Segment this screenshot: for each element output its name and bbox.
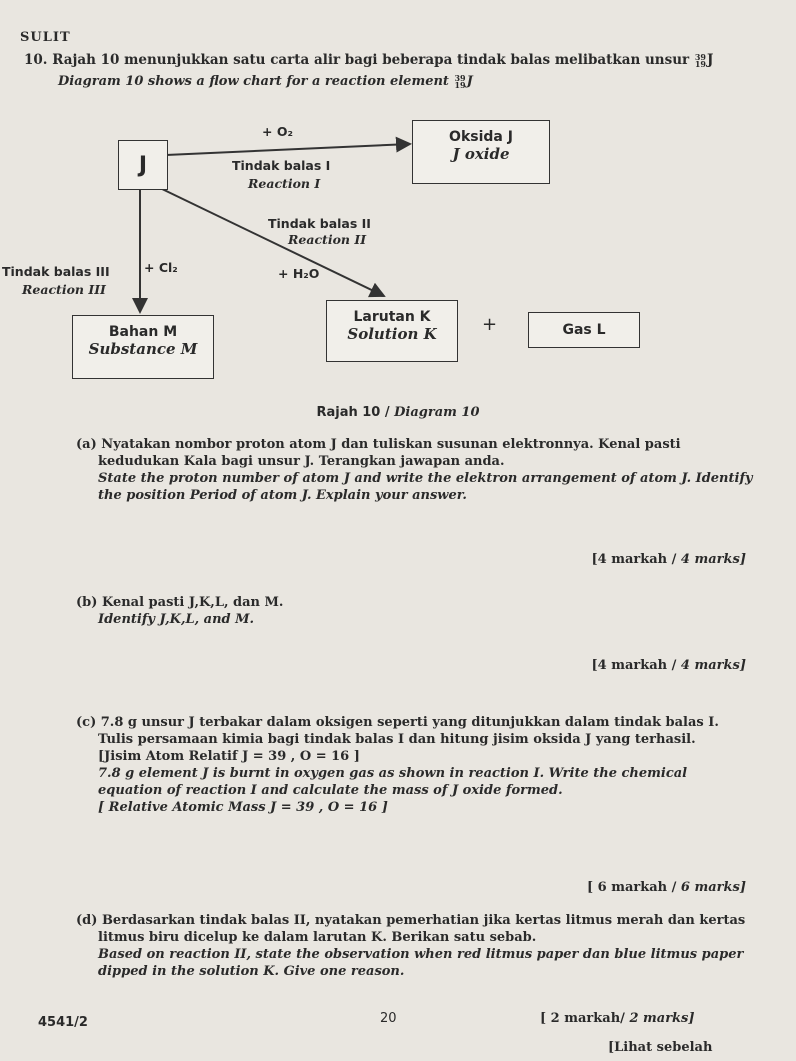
reaction-3-label-english: Reaction III	[22, 282, 106, 297]
intro-english-text: Diagram 10 shows a flow chart for a reac…	[58, 74, 449, 89]
arrow-reaction-2	[159, 187, 386, 298]
footer-paper-code: 4541/2	[38, 1015, 88, 1030]
footer-next-page: [Lihat sebelah	[608, 1040, 713, 1055]
reaction-3-label-malay: Tindak balas III	[2, 264, 110, 279]
part-c-label: (c)	[76, 715, 97, 730]
diagram-caption: Rajah 10 / Diagram 10	[316, 405, 480, 420]
reaction-1-label-malay: Tindak balas I	[232, 158, 331, 173]
question-part-d: (d) Berdasarkan tindak balas II, nyataka…	[76, 913, 746, 979]
arrow-reaction-1	[165, 136, 412, 156]
flow-chart-diagram: J Oksida J J oxide Bahan M Substance M L…	[0, 100, 796, 400]
reaction-2-reagent: + H₂O	[278, 266, 320, 281]
question-part-b: (b) Kenal pasti J,K,L, dan M. Identify J…	[76, 595, 284, 627]
question-number: 10.	[24, 52, 48, 68]
box-substance-m: Bahan M Substance M	[72, 315, 214, 379]
part-b-label: (b)	[76, 595, 98, 610]
document-header-code: SULIT	[20, 30, 71, 45]
box-solution-k: Larutan K Solution K	[326, 300, 458, 362]
footer-page-number: 20	[380, 1011, 397, 1026]
box-gas-l: Gas L	[528, 312, 640, 348]
part-d-marks: [ 2 markah/ 2 marks]	[540, 1011, 695, 1026]
question-intro-malay: 10. Rajah 10 menunjukkan satu carta alir…	[24, 52, 784, 68]
intro-malay-text: Rajah 10 menunjukkan satu carta alir bag…	[52, 52, 690, 68]
box-oxide-j: Oksida J J oxide	[412, 120, 550, 184]
plus-sign: +	[482, 314, 498, 335]
flow-chart-arrows	[132, 136, 412, 314]
reaction-3-reagent: + Cl₂	[144, 260, 178, 275]
part-c-marks: [ 6 markah / 6 marks]	[586, 880, 746, 895]
part-b-marks: [4 markah / 4 marks]	[591, 658, 746, 673]
question-intro-english: Diagram 10 shows a flow chart for a reac…	[58, 72, 778, 90]
reaction-2-label-malay: Tindak balas II	[268, 216, 371, 231]
part-d-label: (d)	[76, 913, 98, 928]
question-part-a: (a) Nyatakan nombor proton atom J dan tu…	[76, 437, 753, 503]
nuclide-symbol-en: J	[466, 74, 473, 89]
part-a-label: (a)	[76, 437, 97, 452]
reaction-1-label-english: Reaction I	[248, 176, 321, 191]
reaction-2-label-english: Reaction II	[288, 232, 367, 247]
question-part-c: (c) 7.8 g unsur J terbakar dalam oksigen…	[76, 715, 719, 815]
reaction-1-reagent: + O₂	[262, 124, 293, 139]
box-element-j: J	[118, 140, 168, 190]
nuclide-symbol: J	[707, 52, 714, 68]
part-a-marks: [4 markah / 4 marks]	[591, 552, 746, 567]
